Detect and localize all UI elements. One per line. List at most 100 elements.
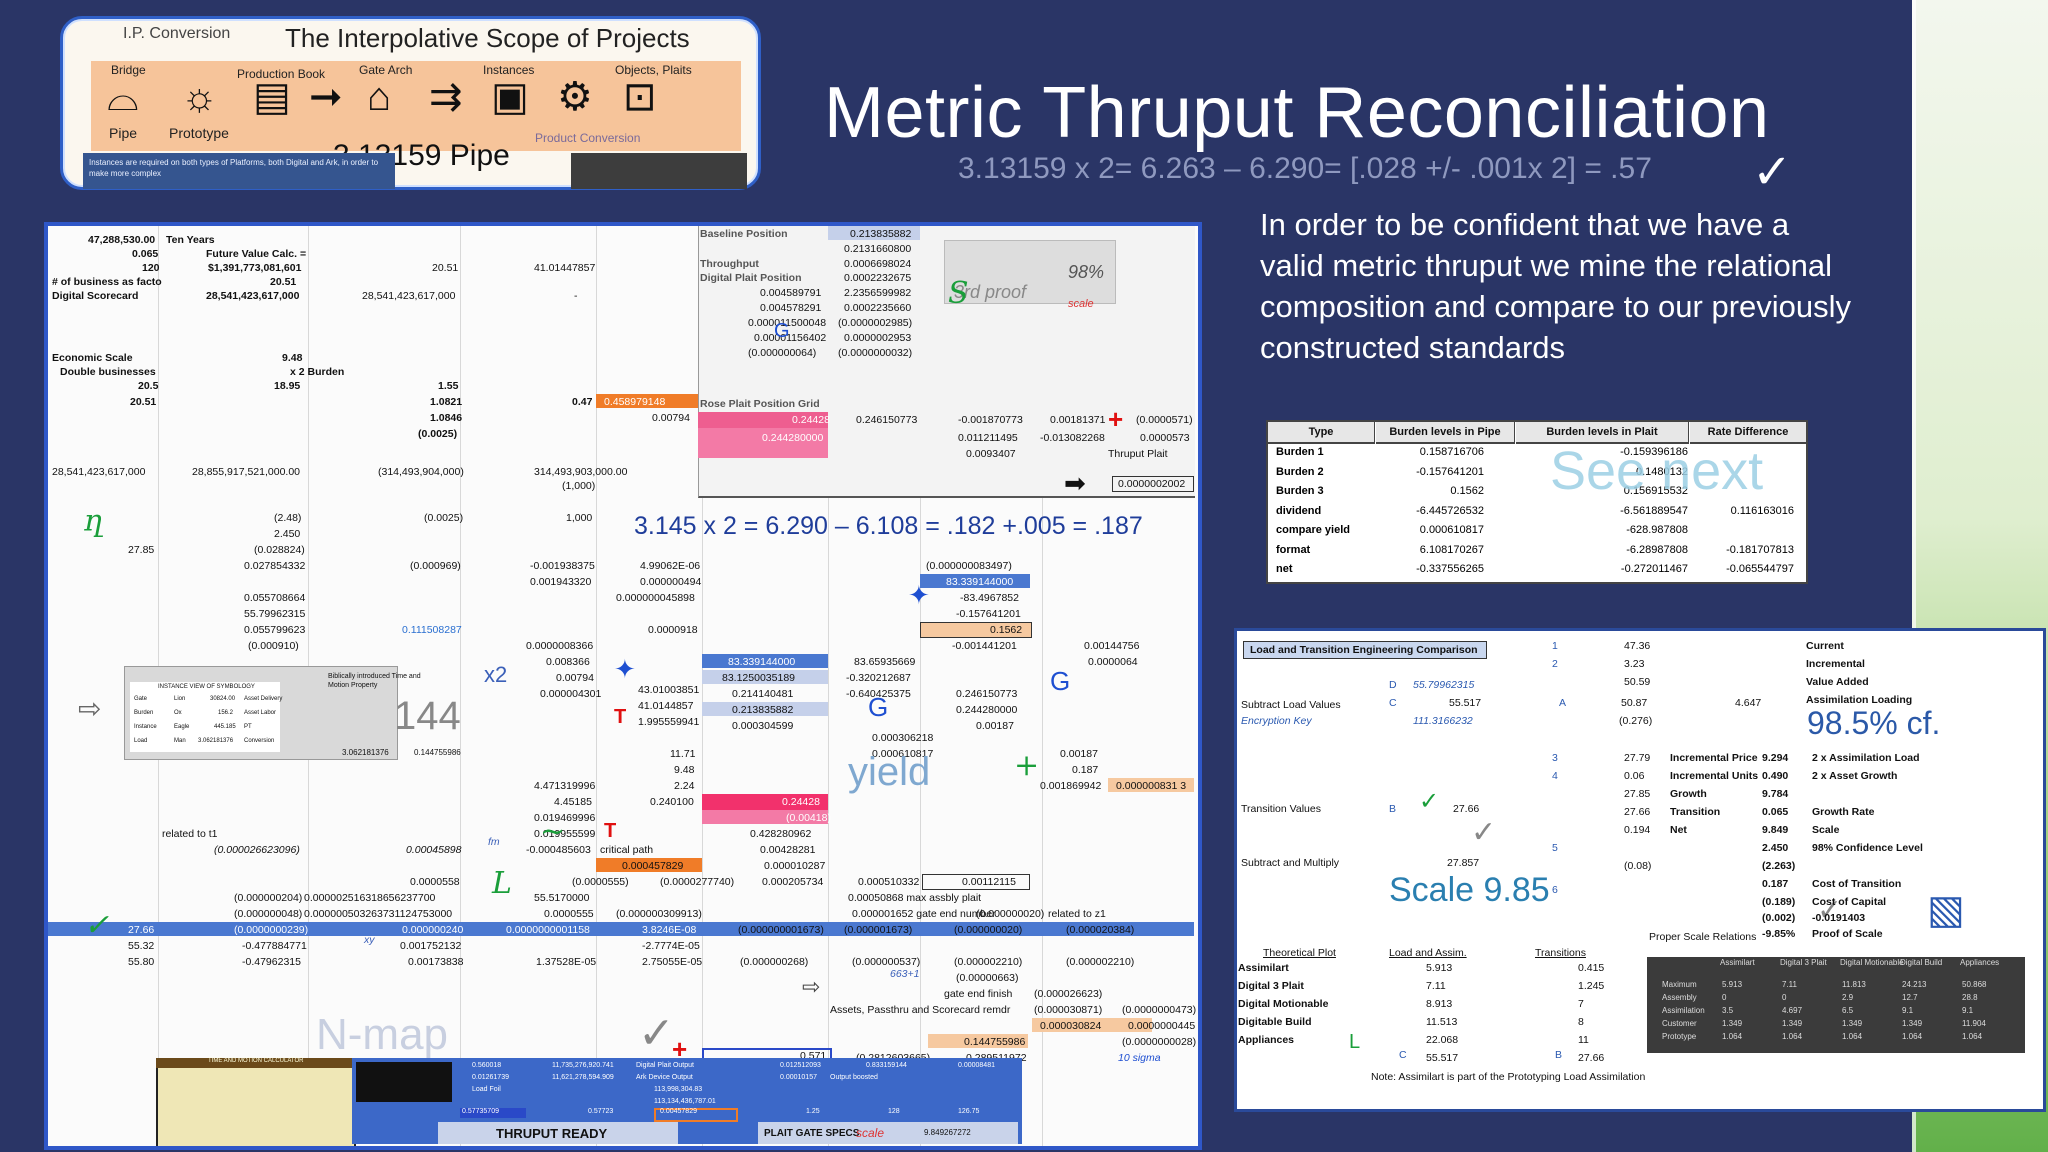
value: (0.08): [1624, 860, 1652, 872]
value: 50.59: [1624, 676, 1651, 688]
cell: 20.5: [138, 380, 159, 392]
blue-marker: G: [1050, 666, 1071, 696]
dark-cell: 9.1: [1902, 1006, 1914, 1015]
step-number: 1: [1552, 640, 1558, 652]
cell: 0.0093407: [966, 448, 1016, 460]
green-scribble: +: [1014, 748, 1040, 783]
letter-label: D: [1389, 679, 1397, 691]
ip-conversion-label: I.P. Conversion: [123, 25, 231, 42]
pink-cell: [698, 412, 828, 428]
grid-line: [920, 226, 921, 1146]
cell: 9.48: [674, 764, 695, 776]
row-label: Burden 1: [1276, 446, 1324, 458]
cell: 28,855,917,521,000.00: [192, 466, 301, 478]
cell: -0.013082268: [1040, 432, 1105, 444]
cell: -0.001441201: [952, 640, 1017, 652]
value: 8.913: [1426, 998, 1453, 1010]
dark-cell: 3.5: [1722, 1006, 1734, 1015]
value: 50.87: [1621, 697, 1648, 709]
cell: 2.2356599982: [844, 287, 912, 299]
cell: 0.000306218: [872, 732, 934, 744]
cell: 0.000610817: [872, 748, 934, 760]
cell: 0.019955599: [534, 828, 596, 840]
cell: (0.000000001673): [738, 924, 824, 936]
cell: 1.995559941: [638, 716, 700, 728]
cell: 10 sigma: [1118, 1052, 1161, 1064]
cell: Instance: [134, 724, 157, 730]
cell: x 2 Burden: [290, 366, 345, 378]
cell: (0.000000020): [976, 908, 1045, 920]
right-label: 2 x Asset Growth: [1812, 770, 1898, 782]
table-cell: 0.158716706: [1419, 446, 1484, 458]
cell: 0.213835882: [850, 228, 912, 240]
cell: 43.01003851: [638, 684, 700, 696]
cell: (0.000000268): [740, 956, 809, 968]
cell: 1.37528E-05: [536, 956, 597, 968]
value: 1.245: [1578, 980, 1605, 992]
plait-gate-scale: scale: [856, 1126, 885, 1140]
plot-row-label: Appliances: [1238, 1034, 1295, 1046]
cell: 55.80: [128, 956, 155, 968]
cell: 4.45185: [554, 796, 592, 808]
dark-summary-table: [1647, 957, 2025, 1053]
reconciliation-formula: 3.13159 x 2= 6.263 – 6.290= [.028 +/- .0…: [958, 152, 1652, 185]
cell: 0.0000918: [648, 624, 698, 636]
footnote: Note: Assimilart is part of the Prototyp…: [1371, 1071, 1646, 1083]
cell: Load Foil: [472, 1086, 501, 1093]
cell: 0.027854332: [244, 560, 306, 572]
dark-cell: 0: [1722, 993, 1727, 1002]
value: 22.068: [1426, 1034, 1459, 1046]
letter-label: A: [1559, 697, 1567, 709]
pink-cell: [698, 428, 828, 458]
cell: 0.00794: [652, 412, 690, 424]
cell: 0.055799623: [244, 624, 306, 636]
scope-banner: I.P. Conversion The Interpolative Scope …: [60, 16, 761, 190]
cell: 47,288,530.00: [88, 234, 156, 246]
cell: 11.71: [670, 748, 696, 760]
cell: 314,493,903,000.00: [534, 466, 628, 478]
cell: 0.47: [572, 396, 593, 408]
plot-header: Theoretical Plot: [1263, 947, 1336, 959]
proof-stamp: [944, 240, 1116, 304]
cell: 0.065: [132, 248, 159, 260]
dark-row-label: Assembly: [1662, 993, 1697, 1002]
row-label: compare yield: [1276, 524, 1350, 536]
right-label: -0.0191403: [1812, 912, 1866, 924]
value: (0.189): [1762, 896, 1796, 908]
instances-label: Instances: [483, 63, 535, 77]
row-label: Subtract and Multiply: [1241, 857, 1340, 869]
cell: (0.00418): [786, 812, 831, 824]
cell: 0.0000000001158: [506, 924, 590, 936]
step-number: 5: [1552, 842, 1558, 854]
red-marker: +: [1108, 404, 1124, 434]
house-icon: ⌂: [367, 75, 392, 119]
instance-table: [130, 682, 280, 752]
plait-gate-value: 9.849267272: [924, 1128, 971, 1137]
value: 27.85: [1624, 788, 1651, 800]
cell: Eagle: [174, 724, 190, 730]
dark-cell: 0: [1782, 993, 1787, 1002]
page-title: Metric Thruput Reconciliation: [824, 73, 1770, 153]
plot-row-label: Assimilart: [1238, 962, 1289, 974]
cell: Asset Delivery: [244, 696, 283, 702]
cell: 0.001869942: [1040, 780, 1102, 792]
cell: 0.001943320: [530, 576, 592, 588]
cell: (0.000969): [410, 560, 461, 572]
cell: 0.00187: [1060, 748, 1098, 760]
burden-table: Type Burden levels in Pipe Burden levels…: [1266, 420, 1808, 584]
cell: 0.0002235660: [844, 302, 912, 314]
cell: 0.00428281: [760, 844, 816, 856]
cell: 0.00794: [556, 672, 594, 684]
banner-note: Instances are required on both types of …: [83, 153, 395, 189]
plot-row-label: Digital 3 Plait: [1238, 980, 1304, 992]
cell: 2.75055E-05: [642, 956, 703, 968]
cell: 27.85: [128, 544, 155, 556]
cell: 0.019469996: [534, 812, 596, 824]
inset-value3: 0.144755986: [414, 748, 461, 757]
cell: (0.0025): [424, 512, 464, 524]
blue-marker: G: [774, 320, 790, 342]
cell: Digital Plait Output: [636, 1062, 694, 1069]
table-cell: 6.108170267: [1419, 543, 1484, 556]
table-cell: 0.1480132: [1636, 465, 1688, 478]
dark-cell: 6.5: [1842, 1006, 1854, 1015]
